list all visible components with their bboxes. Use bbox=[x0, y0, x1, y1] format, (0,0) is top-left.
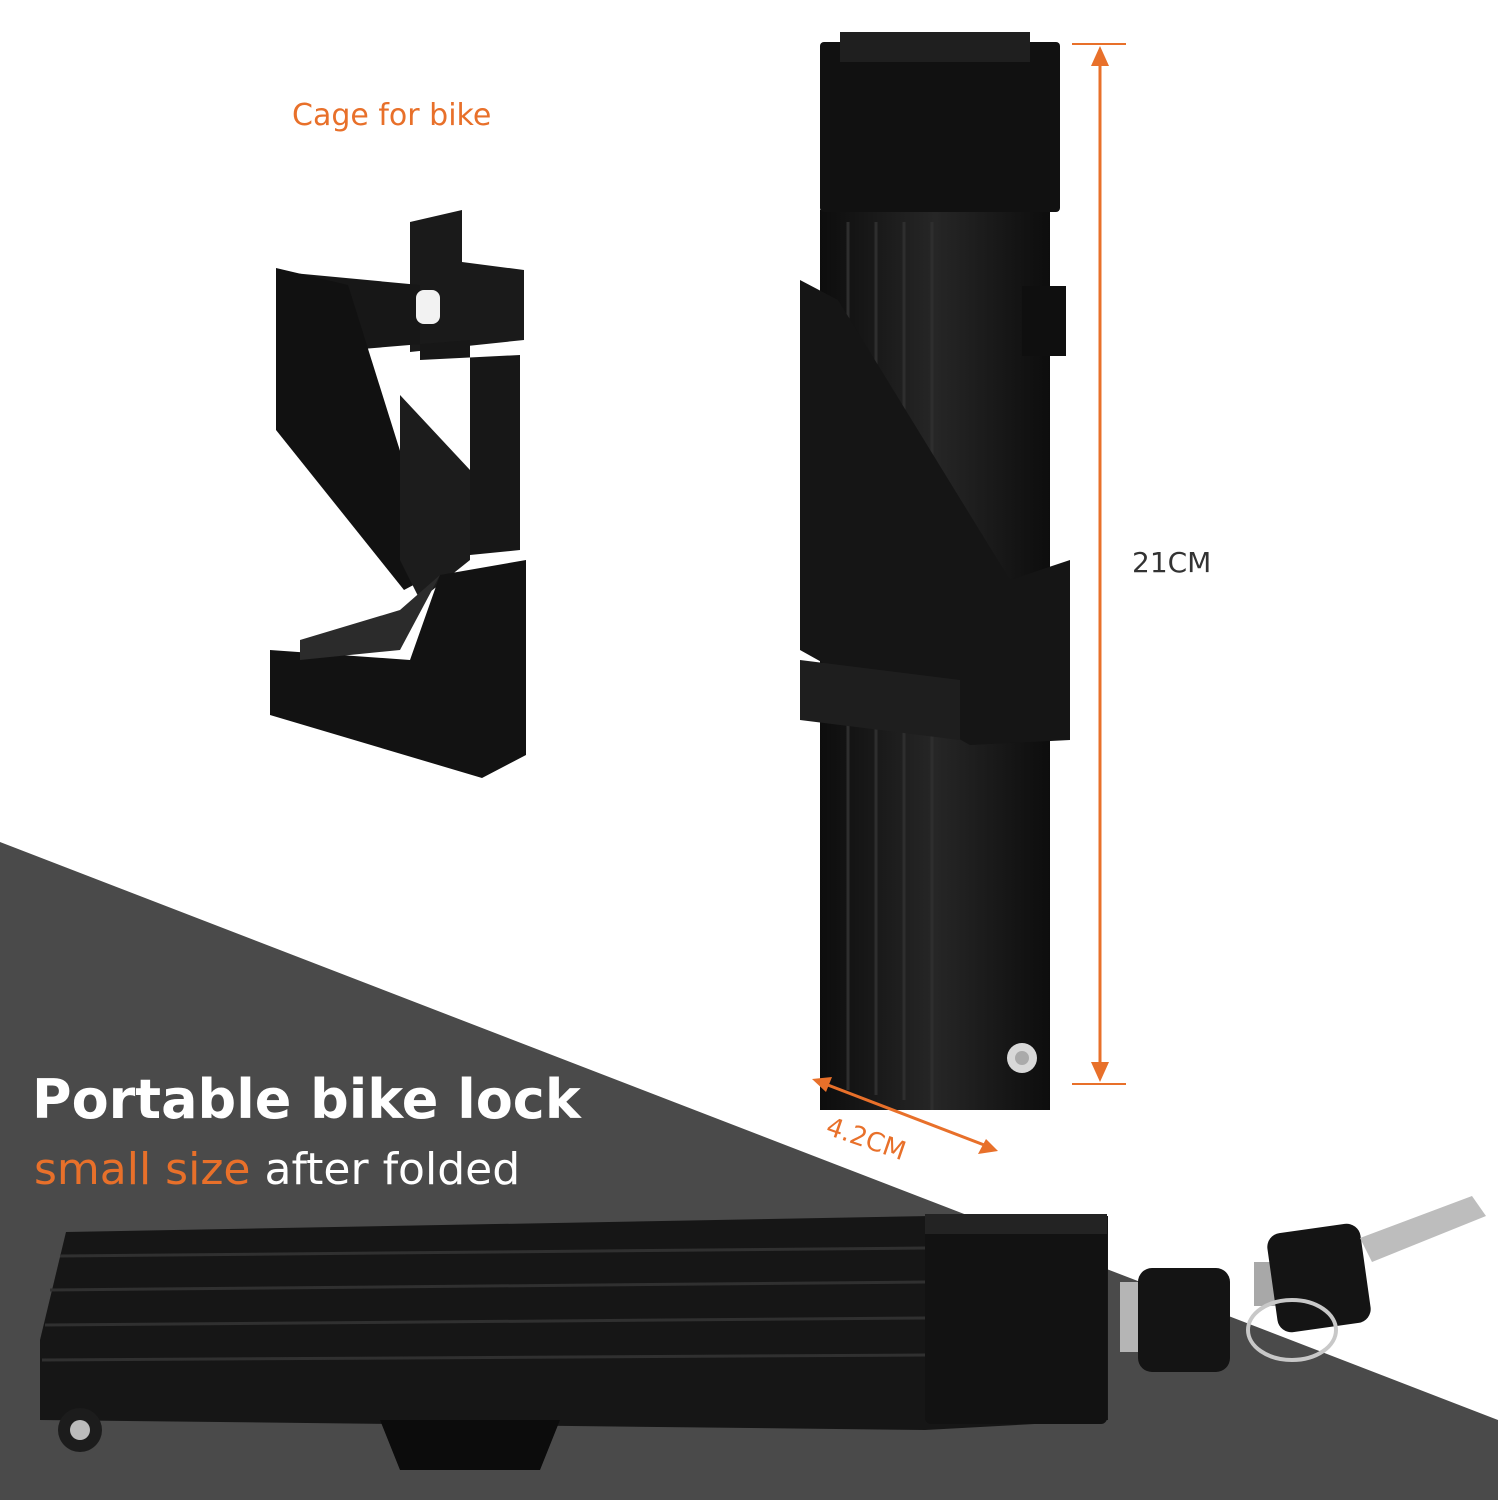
height-dimension bbox=[1072, 43, 1126, 1085]
headline-subtitle: small size after folded bbox=[34, 1144, 520, 1195]
width-dimension bbox=[812, 1077, 998, 1154]
headline-title: Portable bike lock bbox=[32, 1068, 581, 1131]
lock-side-view-image bbox=[40, 1214, 1108, 1470]
keys-image bbox=[1120, 1196, 1486, 1372]
height-dimension-label: 21CM bbox=[1132, 546, 1212, 579]
folded-lock-image bbox=[800, 32, 1070, 1110]
bottle-cage-image bbox=[270, 210, 526, 778]
cage-label: Cage for bike bbox=[292, 98, 492, 133]
subtitle-accent: small size bbox=[34, 1144, 251, 1195]
subtitle-rest: after folded bbox=[250, 1144, 521, 1195]
